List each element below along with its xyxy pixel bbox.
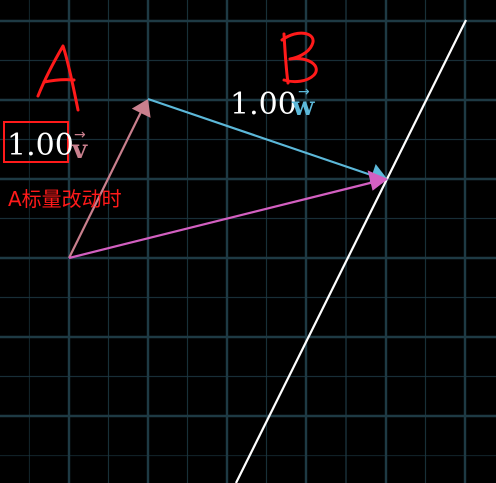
scalar-highlight-box [3, 121, 69, 163]
vector-v-symbol: v [71, 135, 88, 165]
vector-v-scalar-label: 1.00 v → [3, 121, 88, 165]
vector-w-scalar-label: 1.00 w → [230, 84, 315, 122]
sum-vector-shaft [68, 180, 375, 260]
vector-v-arrow [68, 99, 151, 259]
handwritten-a: A [36, 44, 80, 112]
vector-w-symbol: w [291, 92, 315, 122]
vector-v-shaft [68, 109, 143, 259]
annotation-note: A标量改动时 [8, 187, 122, 211]
vector-v-scalar-value: 1.00 [7, 128, 74, 163]
sum-vector-arrow [68, 170, 388, 260]
vector-v-arrow-accent: → [74, 127, 86, 143]
vector-w-scalar-value: 1.00 [230, 87, 297, 122]
handwritten-a-stroke [36, 44, 80, 112]
handwritten-b: B [280, 31, 318, 85]
vector-v-head [131, 99, 151, 118]
span-line [235, 19, 467, 483]
sum-vector-head [367, 170, 388, 191]
vector-w-arrow-accent: → [298, 84, 310, 100]
handwritten-b-stem [282, 32, 290, 85]
vector-w-shaft [147, 97, 375, 178]
handwritten-b-bowls [280, 31, 318, 84]
handwritten-a-crossbar [42, 78, 76, 84]
